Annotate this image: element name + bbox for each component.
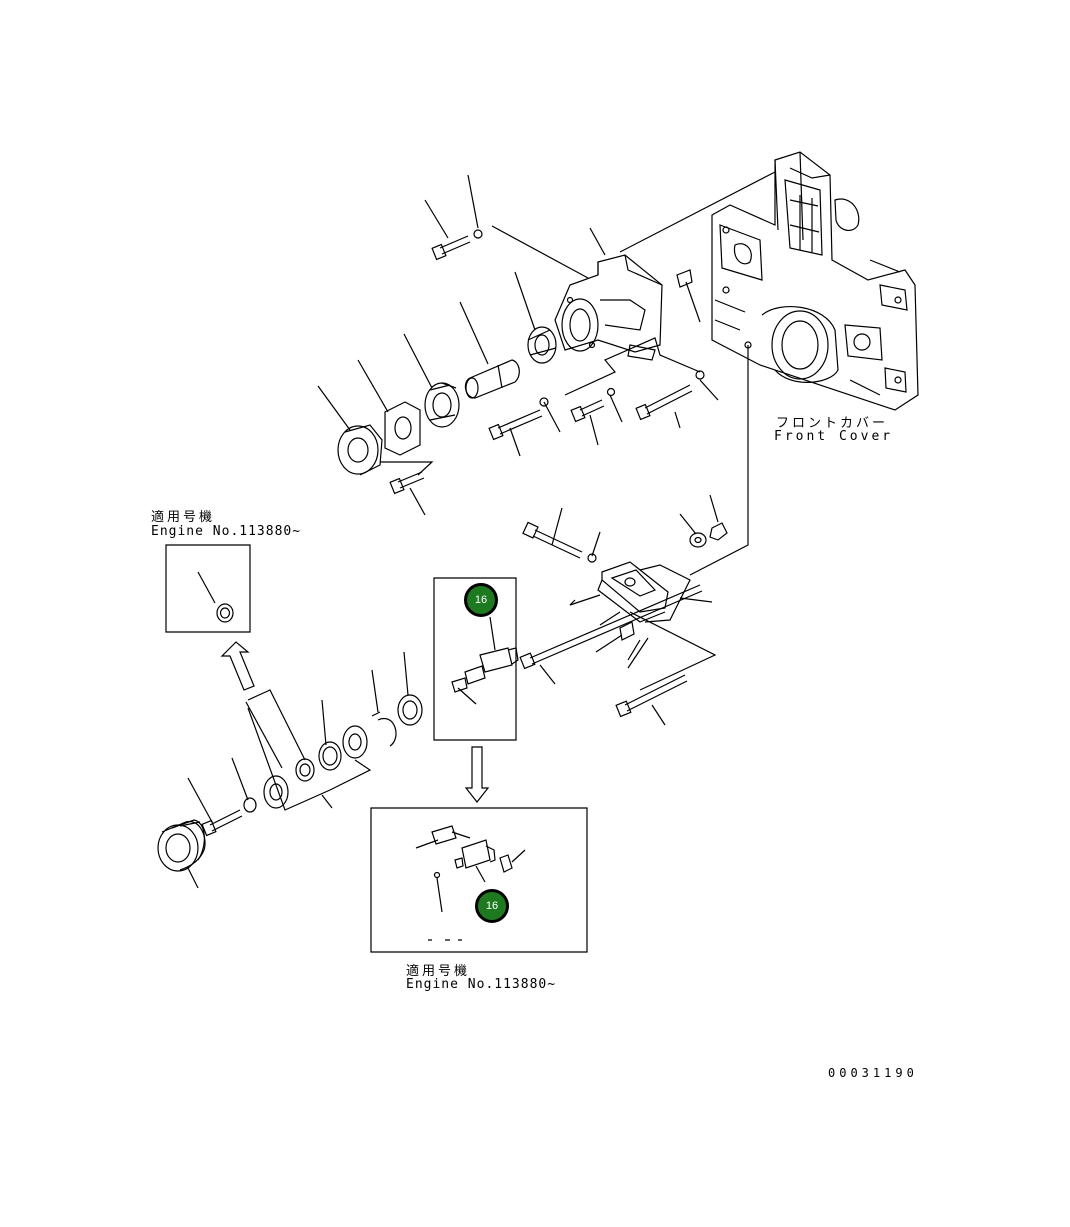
applicable-label-1: 適用号機 bbox=[151, 510, 216, 525]
callout-marker-label: 16 bbox=[474, 594, 488, 606]
engine-no-label-1: Engine No.113880~ bbox=[151, 524, 302, 539]
bolts-middle[interactable] bbox=[520, 522, 727, 716]
detail-box-bottom bbox=[371, 808, 587, 952]
bracket-part[interactable] bbox=[570, 562, 690, 625]
gear-housing-part[interactable] bbox=[555, 255, 662, 360]
detail-box-top bbox=[434, 578, 518, 740]
pulley-part[interactable] bbox=[158, 820, 205, 871]
flange-plate-part[interactable] bbox=[385, 402, 420, 455]
bearing-part[interactable] bbox=[528, 327, 556, 363]
leader-lines-middle bbox=[540, 345, 748, 725]
arrow-up bbox=[222, 642, 254, 690]
engine-no-label-2: Engine No.113880~ bbox=[406, 977, 557, 992]
drawing-number: 00031190 bbox=[828, 1066, 918, 1080]
arrow-down bbox=[466, 747, 488, 802]
bolts-top[interactable] bbox=[390, 230, 704, 493]
bearing-left[interactable] bbox=[264, 695, 422, 808]
shaft-part[interactable] bbox=[465, 360, 519, 398]
bearing-2-part[interactable] bbox=[425, 383, 459, 427]
front-cover-part[interactable] bbox=[712, 152, 918, 410]
detail-box-left bbox=[166, 545, 250, 632]
callout-marker-label: 16 bbox=[485, 900, 499, 912]
applicable-label-2: 適用号機 bbox=[406, 964, 471, 979]
pulley-hub-part[interactable] bbox=[338, 425, 382, 475]
seal-ring-small[interactable] bbox=[217, 604, 233, 622]
callout-marker-16-top[interactable]: 16 bbox=[464, 583, 498, 617]
callout-marker-16-bottom[interactable]: 16 bbox=[475, 889, 509, 923]
leader-lines-top bbox=[318, 172, 775, 515]
front-cover-label-en: Front Cover bbox=[774, 429, 894, 444]
bolts-left[interactable] bbox=[202, 798, 256, 835]
front-cover-label-jp: フロントカバー bbox=[776, 416, 889, 431]
leader-lines-left bbox=[188, 652, 408, 888]
